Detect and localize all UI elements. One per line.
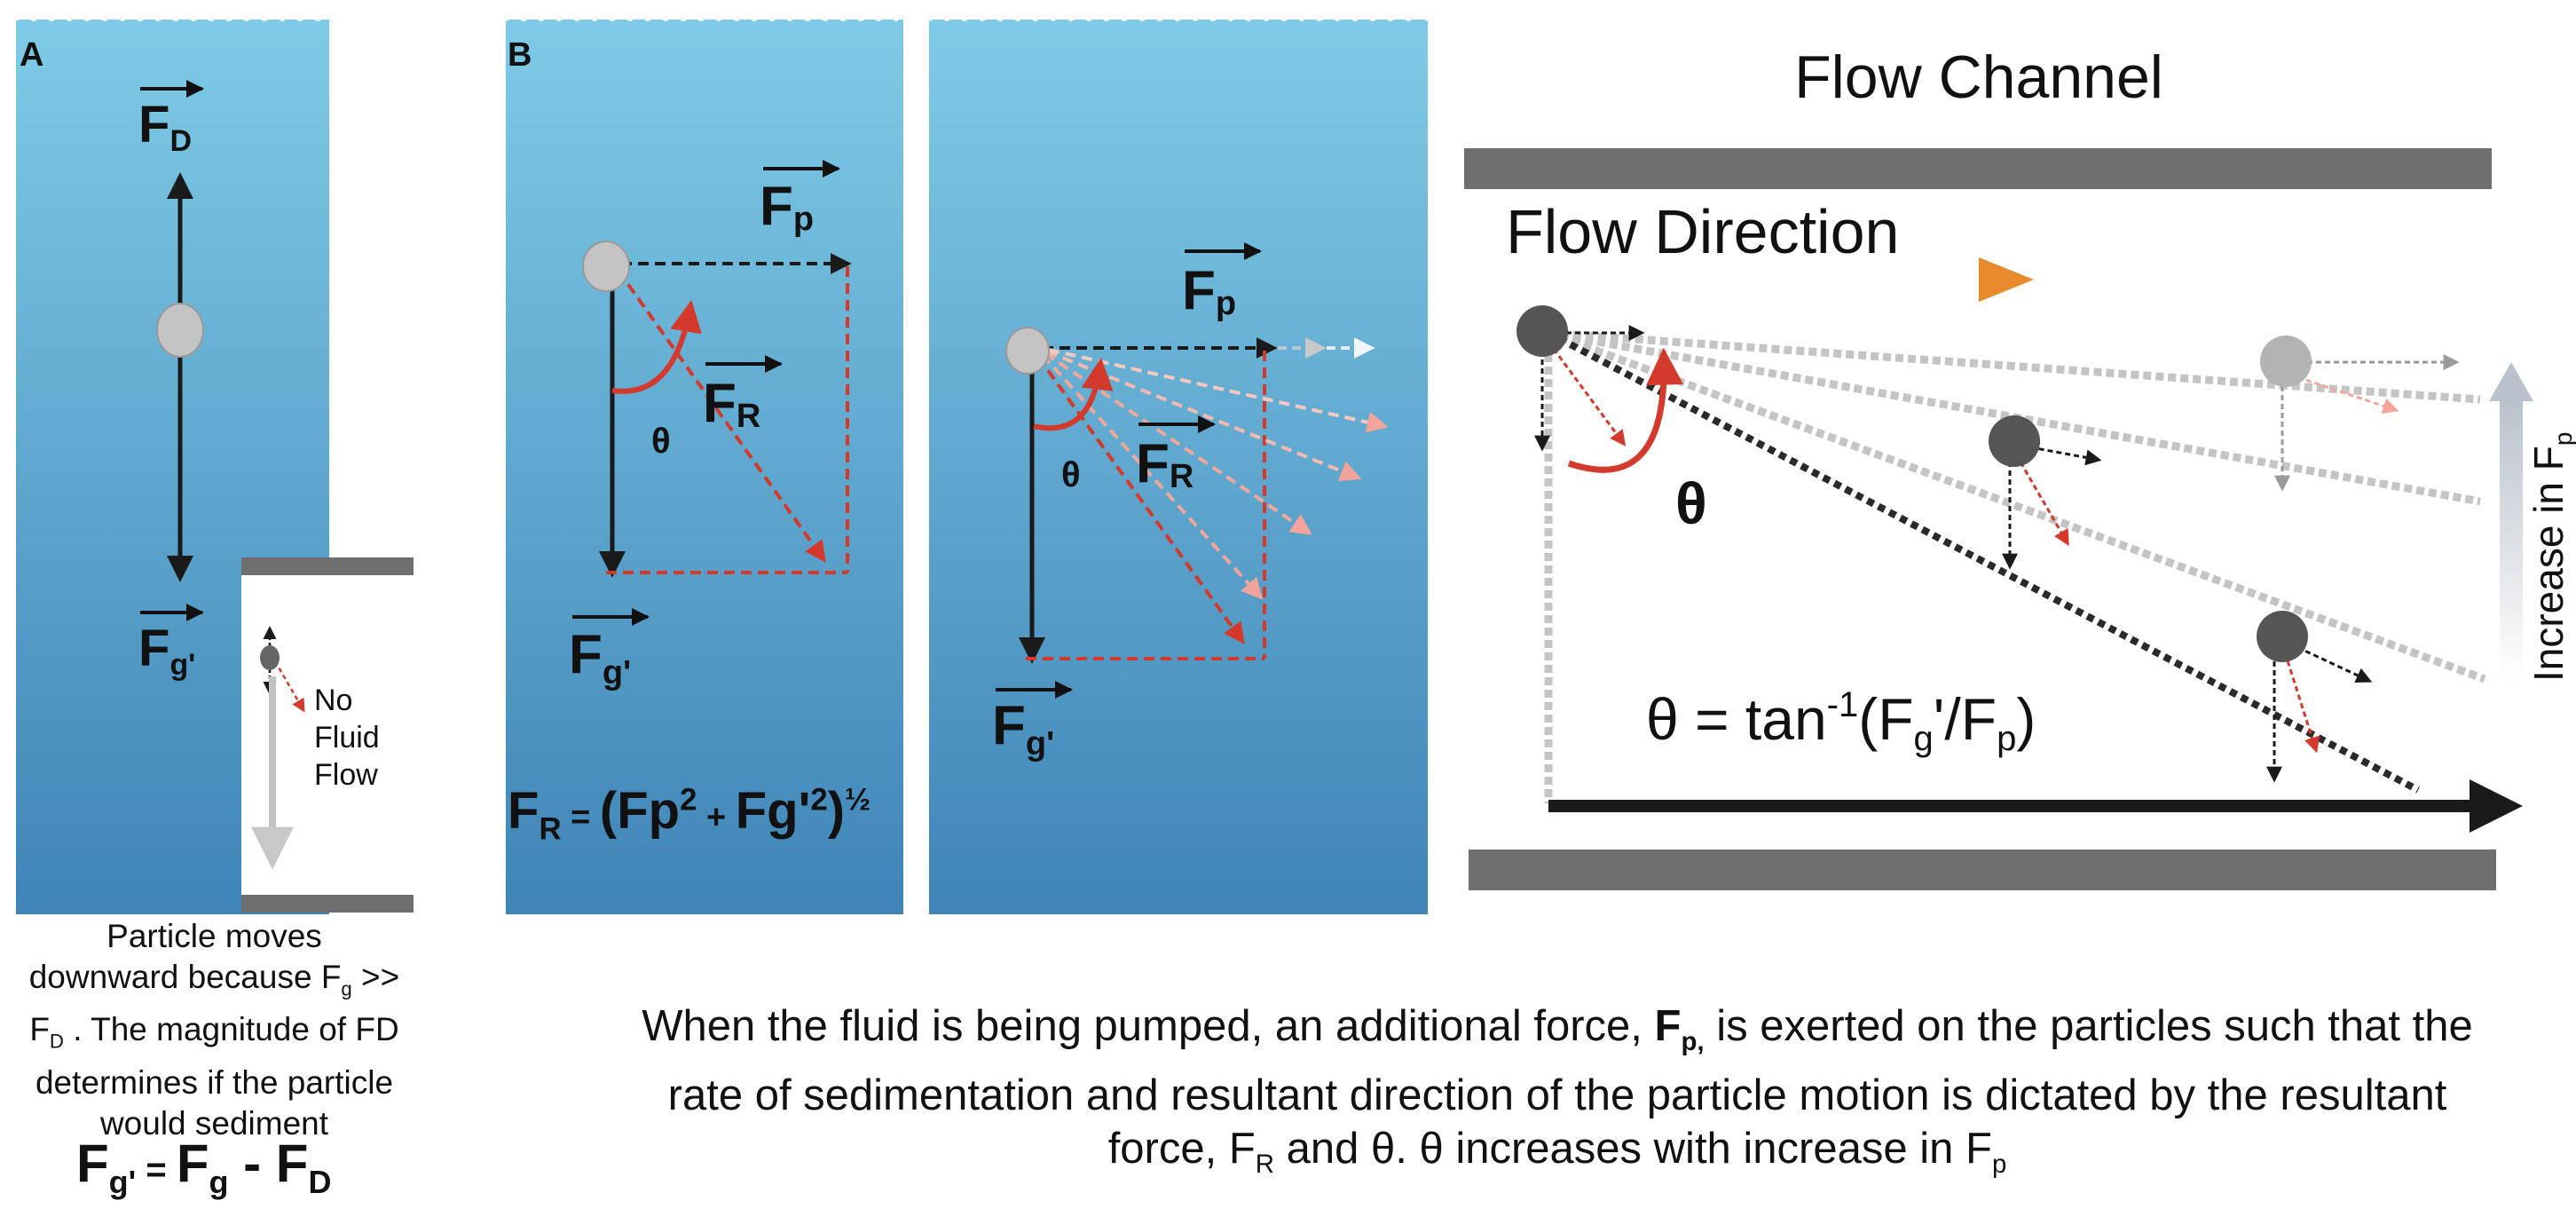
panel-b-resultant-arrow <box>617 269 826 563</box>
increase-arrow-shaft <box>2500 398 2523 682</box>
trajectory-black <box>1547 329 2420 794</box>
channel-wall-bottom <box>1469 849 2496 890</box>
particle-2-red <box>2014 454 2069 547</box>
particle-2 <box>1989 415 2040 467</box>
panel-c-theta-arc <box>1033 357 1114 431</box>
panel-a-fd-label: FD <box>138 96 192 158</box>
panel-a-caption-line-5: would sediment <box>99 1104 329 1142</box>
flow-channel-panel: Flow Channel Flow Direction θ <box>1464 43 2576 890</box>
panel-b-fg-label: Fg' <box>569 624 631 691</box>
panel-a-fg-label: Fg' <box>138 620 195 682</box>
increase-arrow-head <box>2489 362 2533 401</box>
panel-b-theta-arc <box>611 299 702 394</box>
flow-direction-arrowhead <box>1979 257 2034 302</box>
panel-c-particle <box>1005 327 1050 375</box>
horizontal-axis-arrowhead <box>2470 779 2523 833</box>
panel-b: B θ Fp FR Fg' <box>504 12 905 914</box>
panel-c-fp-label: Fp <box>1182 260 1236 322</box>
panel-c: θ Fp FR Fg' <box>927 12 1429 914</box>
panel-c-theta: θ <box>1061 455 1081 494</box>
trajectory-gray-3 <box>1547 328 2486 684</box>
panel-a-wavy-top <box>14 12 330 22</box>
bottom-caption-line-3: force, FR and θ. θ increases with increa… <box>1107 1124 2007 1179</box>
flow-direction-label: Flow Direction <box>1506 197 1899 266</box>
bottom-caption-line-2: rate of sedimentation and resultant dire… <box>667 1071 2447 1119</box>
panel-b-wavy-top <box>504 12 905 22</box>
panel-b-theta: θ <box>651 422 671 461</box>
particle-1-red <box>1547 341 1627 446</box>
bottom-caption-line-1: When the fluid is being pumped, an addit… <box>642 1002 2473 1056</box>
panel-c-wavy-top <box>927 12 1429 22</box>
panel-a-outlet-red-arrow <box>273 660 305 713</box>
panel-a: A FD Fg' No Fluid Flow <box>14 12 414 914</box>
panel-c-fr-label: FR <box>1136 433 1193 495</box>
panel-a-particle <box>156 303 204 358</box>
panel-c-resultant-1 <box>1036 355 1245 644</box>
panel-c-resultant-2 <box>1041 353 1264 600</box>
panel-a-caption-line-4: determines if the particle <box>35 1063 394 1101</box>
panel-a-caption: Particle moves downward because Fg >> FD… <box>4 916 425 1144</box>
particle-3 <box>2260 336 2312 387</box>
particle-4-right <box>2288 642 2373 684</box>
increase-label: Increase in Fp <box>2525 432 2576 682</box>
panel-a-no-flow-text: No Fluid Flow <box>314 684 388 792</box>
panel-b-label: B <box>508 36 532 74</box>
flow-theta-arc <box>1567 347 1684 473</box>
panel-a-label: A <box>20 36 43 74</box>
trajectory-gray-1 <box>1548 328 2481 404</box>
channel-wall-top <box>1464 148 2492 189</box>
panel-a-equation: Fg' = Fg - FD <box>76 1134 332 1200</box>
particle-4 <box>2257 611 2308 662</box>
theta-formula: θ = tan-1(Fg'/Fp) <box>1646 685 2036 758</box>
particle-3-red <box>2288 373 2399 414</box>
panel-b-fluid <box>506 20 903 914</box>
panel-a-caption-line-3: FD . The magnitude of FD <box>29 1011 399 1053</box>
panel-b-equation: FR = (Fp2 + Fg'2)½ <box>508 782 871 847</box>
panel-b-particle <box>582 241 630 292</box>
particle-1 <box>1516 305 1568 357</box>
panel-c-fg-label: Fg' <box>992 695 1054 763</box>
panel-a-caption-line-1: Particle moves <box>106 918 322 954</box>
panel-b-fp-label: Fp <box>760 176 814 238</box>
flow-theta: θ <box>1675 470 1707 536</box>
panel-b-fr-label: FR <box>703 373 760 435</box>
panel-a-wall-bottom <box>241 895 414 913</box>
panel-a-outlet-particle <box>260 645 280 670</box>
panel-a-wall-top <box>241 557 414 575</box>
flow-channel-title: Flow Channel <box>1794 43 2163 111</box>
bottom-caption: When the fluid is being pumped, an addit… <box>541 1000 2573 1191</box>
panel-a-caption-line-2: downward because Fg >> <box>28 959 400 1000</box>
